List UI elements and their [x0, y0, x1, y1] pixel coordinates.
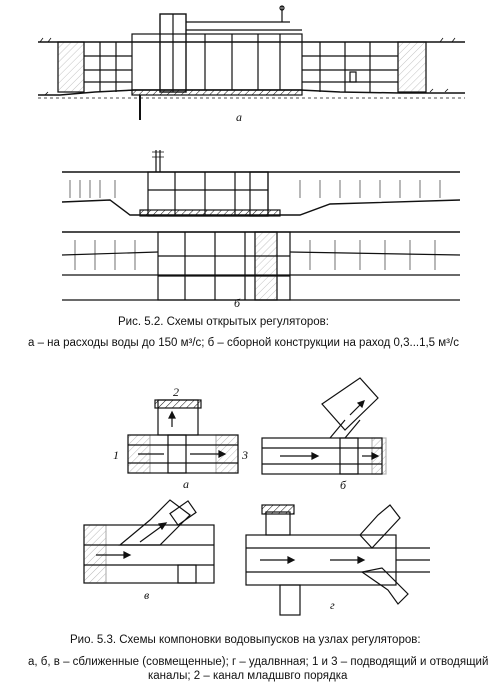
fig53-label-g: г — [330, 598, 335, 612]
fig53-label-a: а — [183, 477, 189, 491]
outlet-scheme-v — [83, 499, 215, 584]
fig53-num-3: 3 — [242, 448, 248, 462]
fig52-label-a: а — [236, 110, 242, 124]
fig53-legend-line1: а, б, в – сближенные (совмещенные); г – … — [28, 656, 488, 668]
fig53-caption: Рио. 5.3. Схемы компоновки водовыпусков … — [70, 634, 421, 646]
fig52-label-b: б — [234, 296, 241, 310]
fig52-legend: а – на расходы воды до 150 м³/с; б – сбо… — [28, 337, 459, 349]
fig53-num-1: 1 — [113, 448, 119, 462]
regulator-elevation-a — [38, 5, 465, 120]
fig53-num-2: 2 — [173, 385, 179, 399]
outlet-scheme-b — [261, 377, 387, 475]
fig53-label-v: в — [144, 588, 150, 602]
fig53-label-b: б — [340, 478, 347, 492]
outlet-scheme-g — [245, 504, 430, 616]
outlet-scheme-a — [127, 399, 239, 474]
fig52-caption: Рис. 5.2. Схемы открытых регуляторов: — [118, 316, 329, 328]
regulator-sections-b — [61, 150, 461, 301]
fig53-legend-line2: каналы; 2 – канал младшвго порядка — [148, 670, 348, 682]
